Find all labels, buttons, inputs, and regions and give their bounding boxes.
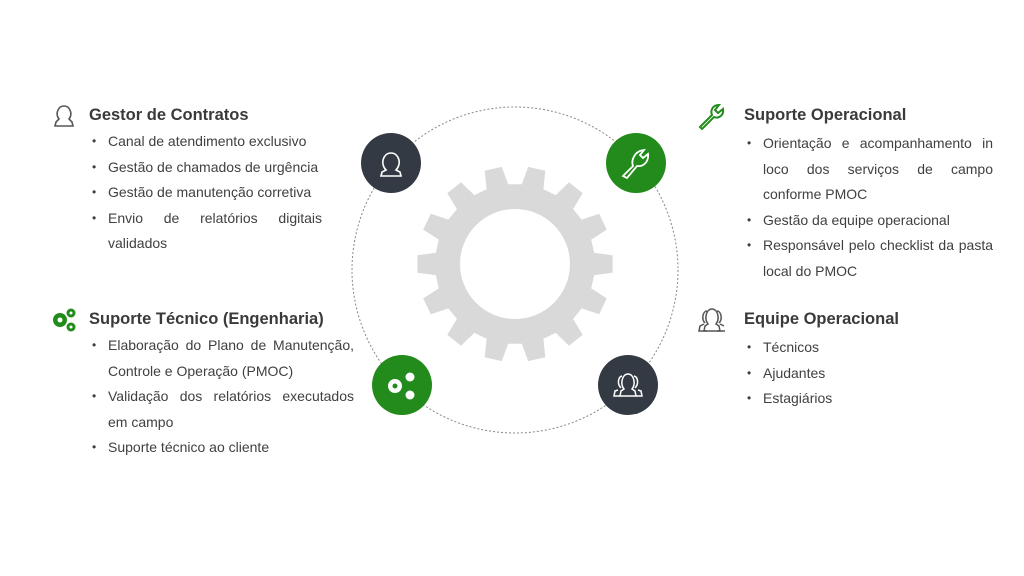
node-person bbox=[361, 133, 421, 193]
section-title-equipe: Equipe Operacional bbox=[744, 310, 899, 328]
team-icon bbox=[613, 373, 643, 397]
list-item: Gestão da equipe operacional bbox=[747, 208, 993, 234]
list-item: Estagiários bbox=[747, 386, 947, 412]
list-item: Ajudantes bbox=[747, 361, 947, 387]
section-title-suporte-operacional: Suporte Operacional bbox=[744, 106, 907, 124]
list-suporte-operacional: Orientação e acompanhamento in loco dos … bbox=[747, 131, 993, 284]
list-item: Orientação e acompanhamento in loco dos … bbox=[747, 131, 993, 208]
list-item: Validação dos relatórios executados em c… bbox=[92, 384, 354, 435]
gears-icon bbox=[388, 372, 415, 400]
list-item: Elaboração do Plano de Manutenção, Contr… bbox=[92, 333, 354, 384]
list-item: Gestão de chamados de urgência bbox=[92, 155, 322, 181]
dashed-orbit bbox=[351, 106, 679, 434]
list-item: Gestão de manutenção corretiva bbox=[92, 180, 322, 206]
section-title-suporte-tecnico: Suporte Técnico (Engenharia) bbox=[89, 310, 324, 328]
list-equipe: Técnicos Ajudantes Estagiários bbox=[747, 335, 947, 412]
wrench-icon bbox=[697, 102, 727, 132]
list-item: Suporte técnico ao cliente bbox=[92, 435, 354, 461]
list-item: Envio de relatórios digitais validados bbox=[92, 206, 322, 257]
list-item: Responsável pelo checklist da pasta loca… bbox=[747, 233, 993, 284]
gears-icon bbox=[50, 306, 78, 334]
person-icon bbox=[52, 104, 76, 128]
node-wrench bbox=[606, 133, 666, 193]
list-suporte-tecnico: Elaboração do Plano de Manutenção, Contr… bbox=[92, 333, 354, 461]
gear-icon bbox=[417, 166, 613, 362]
node-team bbox=[598, 355, 658, 415]
node-gears bbox=[372, 355, 432, 415]
person-icon bbox=[379, 152, 403, 177]
team-icon bbox=[697, 307, 727, 333]
list-gestor: Canal de atendimento exclusivo Gestão de… bbox=[92, 129, 322, 257]
section-title-gestor: Gestor de Contratos bbox=[89, 106, 249, 124]
list-item: Canal de atendimento exclusivo bbox=[92, 129, 322, 155]
list-item: Técnicos bbox=[747, 335, 947, 361]
wrench-icon bbox=[621, 148, 649, 180]
